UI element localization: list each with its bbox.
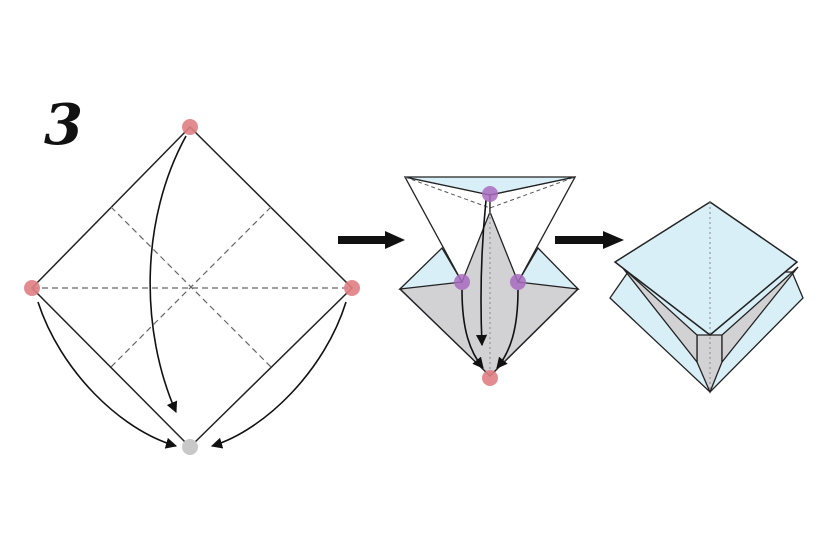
- step-arrow-1: [338, 231, 405, 249]
- step-number: 3: [44, 92, 83, 158]
- dot-left-purple: [454, 274, 470, 290]
- gray-kite: [398, 211, 580, 378]
- gray-flap-left: [621, 266, 698, 364]
- fold-arrow-top: [149, 135, 187, 414]
- gray-flap-right: [721, 266, 799, 364]
- fold-arrow-left: [37, 301, 178, 449]
- fold-arrow-right-2: [496, 289, 519, 369]
- dot-right-red: [344, 280, 360, 296]
- figure-collapsing: [398, 176, 580, 386]
- top-layer-blue: [613, 201, 799, 336]
- paper-square: [30, 125, 354, 449]
- figure-square-base-start: [24, 119, 360, 455]
- step-arrow-2: [555, 231, 624, 249]
- figure-square-base-result: [609, 201, 804, 394]
- blue-flap-left: [398, 246, 464, 290]
- hidden-fold-dashed: [404, 176, 576, 209]
- fold-arrow-left-2: [461, 289, 484, 369]
- dot-bottom-red: [482, 370, 498, 386]
- valley-fold-diagonal-b: [110, 206, 272, 368]
- dot-bottom-gray: [182, 439, 198, 455]
- fold-arrow-right: [210, 301, 347, 449]
- blue-flap-right: [516, 246, 580, 290]
- dot-top-red: [182, 119, 198, 135]
- dot-left-red: [24, 280, 40, 296]
- dot-right-purple: [510, 274, 526, 290]
- fold-arrow-center: [475, 199, 488, 347]
- dot-top-purple: [482, 186, 498, 202]
